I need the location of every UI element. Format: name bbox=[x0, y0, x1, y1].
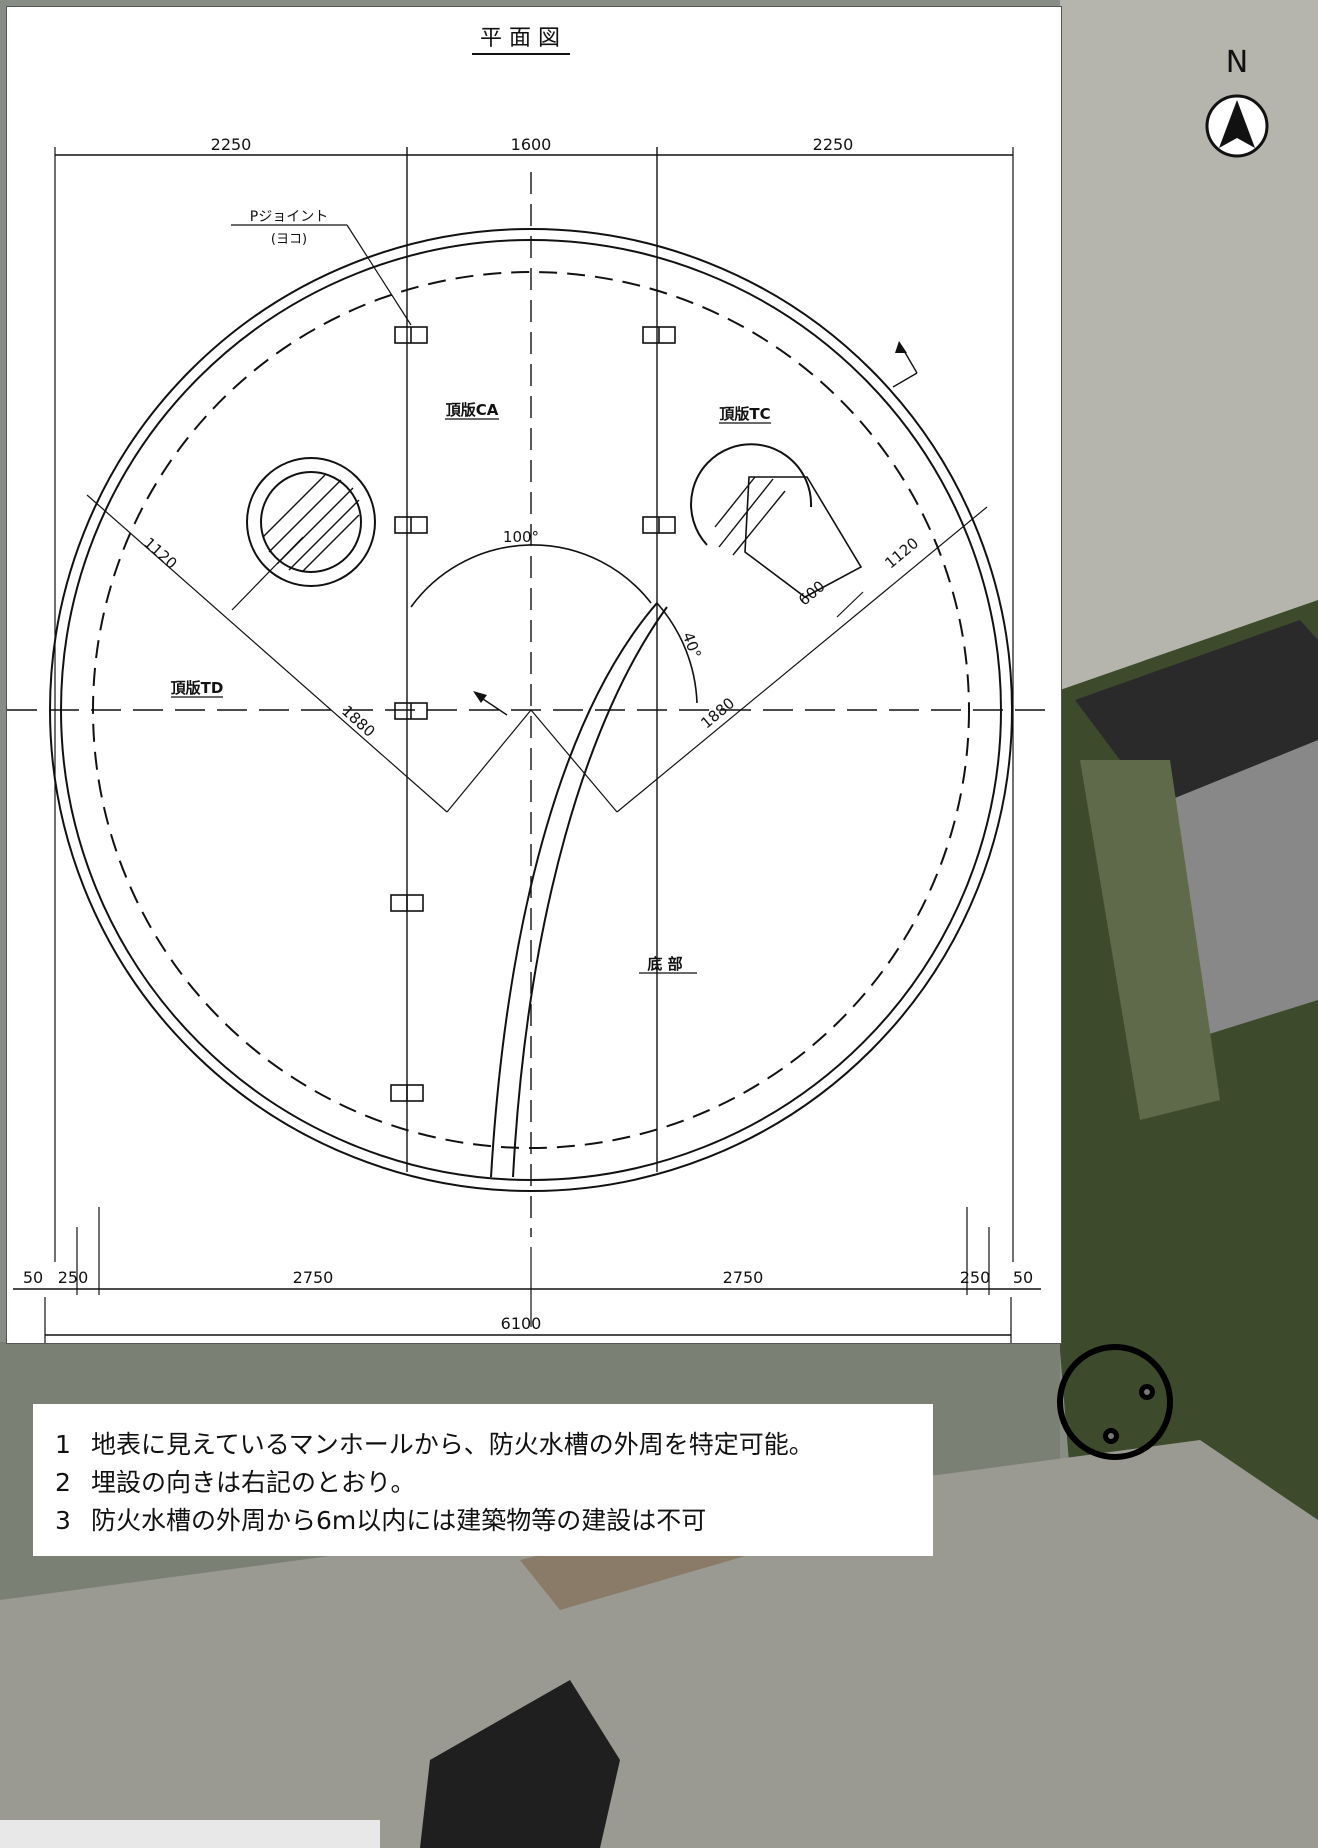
joint-sub-label: (ヨコ) bbox=[271, 232, 307, 247]
note-number: 1 bbox=[55, 1430, 71, 1459]
label-tc: 頂版TC bbox=[719, 405, 770, 423]
bottom-dim-2750-right: 2750 bbox=[723, 1268, 764, 1287]
dim-1120-left: 1120 bbox=[140, 534, 180, 573]
note-text: 埋設の向きは右記のとおり。 bbox=[91, 1468, 416, 1497]
note-number: 2 bbox=[55, 1468, 71, 1497]
dim-1880-right: 1880 bbox=[697, 694, 738, 732]
label-ca: 頂版CA bbox=[446, 401, 499, 419]
angle-100: 100° bbox=[503, 528, 539, 546]
top-dim-left: 2250 bbox=[211, 135, 252, 154]
angle-40: 40° bbox=[679, 630, 705, 661]
bottom-dim-250-right: 250 bbox=[960, 1268, 991, 1287]
top-dim-center: 1600 bbox=[511, 135, 552, 154]
dim-1120-right: 1120 bbox=[881, 534, 922, 572]
label-td: 頂版TD bbox=[171, 679, 224, 697]
bottom-dim-50-left: 50 bbox=[23, 1268, 43, 1287]
bottom-dim-50-right: 50 bbox=[1013, 1268, 1033, 1287]
bottom-dim-2750-left: 2750 bbox=[293, 1268, 334, 1287]
plan-drawing: 平 面 図 2250 1600 2250 bbox=[7, 26, 1053, 1343]
north-arrow-icon: N bbox=[1205, 45, 1269, 158]
note-text: 地表に見えているマンホールから、防火水槽の外周を特定可能。 bbox=[91, 1430, 814, 1459]
dim-600: 600 bbox=[795, 577, 829, 609]
plan-title: 平 面 図 bbox=[480, 26, 560, 51]
notes-box: 1 地表に見えているマンホールから、防火水槽の外周を特定可能。 2 埋設の向きは右記… bbox=[33, 1404, 933, 1556]
top-dim-right: 2250 bbox=[813, 135, 854, 154]
north-letter: N bbox=[1226, 45, 1248, 80]
manhole-marker-icon bbox=[1057, 1344, 1173, 1460]
total-width: 6100 bbox=[501, 1314, 542, 1333]
joint-label: Pジョイント bbox=[250, 209, 328, 225]
note-item: 1 地表に見えているマンホールから、防火水槽の外周を特定可能。 bbox=[55, 1426, 911, 1464]
bottom-dim-250-left: 250 bbox=[58, 1268, 89, 1287]
note-text: 防火水槽の外周から6m以内には建築物等の建設は不可 bbox=[91, 1506, 707, 1535]
note-item: 3 防火水槽の外周から6m以内には建築物等の建設は不可 bbox=[55, 1502, 911, 1540]
plan-drawing-panel: 平 面 図 2250 1600 2250 bbox=[6, 6, 1062, 1344]
note-item: 2 埋設の向きは右記のとおり。 bbox=[55, 1464, 911, 1502]
note-number: 3 bbox=[55, 1506, 71, 1535]
label-bottom: 底 部 bbox=[647, 955, 682, 973]
